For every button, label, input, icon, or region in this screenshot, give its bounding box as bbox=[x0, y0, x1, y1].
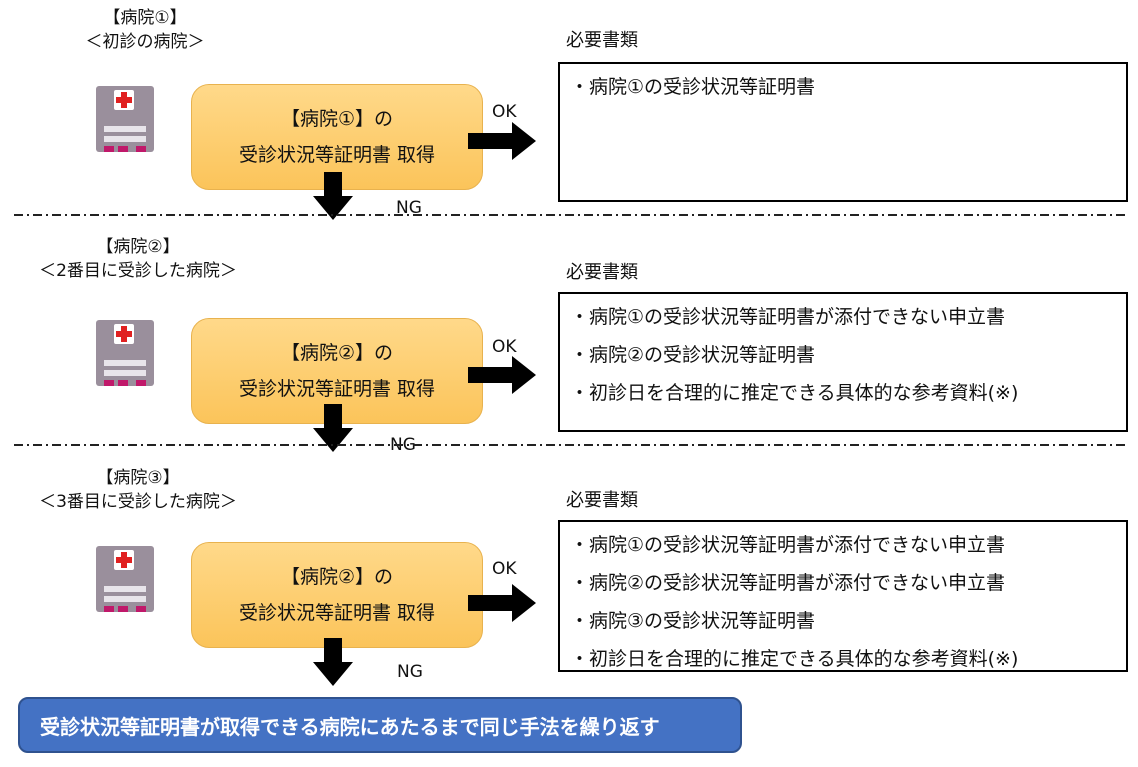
doc-item: ・初診日を合理的に推定できる具体的な参考資料(※) bbox=[570, 648, 1019, 670]
process-1-line2: 受診状況等証明書 取得 bbox=[238, 144, 436, 166]
doc-item: ・病院①の受診状況等証明書 bbox=[570, 76, 816, 98]
hospital-building-icon bbox=[96, 320, 154, 386]
docs-box-1: ・病院①の受診状況等証明書 bbox=[558, 62, 1128, 202]
ng-arrow-2 bbox=[313, 404, 353, 452]
doc-item: ・病院①の受診状況等証明書が添付できない申立書 bbox=[570, 534, 1006, 556]
hospital-building-icon bbox=[96, 86, 154, 152]
docs-title-2: 必要書類 bbox=[566, 262, 638, 283]
process-3-line2: 受診状況等証明書 取得 bbox=[238, 602, 436, 624]
process-2-line1: 【病院②】の bbox=[280, 342, 394, 364]
section-divider-1 bbox=[14, 214, 1126, 216]
hospital-1-label: 【病院①】 bbox=[103, 8, 187, 28]
hospital-2-label: 【病院②】 bbox=[96, 237, 180, 257]
banner-text: 受診状況等証明書が取得できる病院にあたるまで同じ手法を繰り返す bbox=[40, 714, 660, 739]
doc-item: ・病院②の受診状況等証明書が添付できない申立書 bbox=[570, 572, 1006, 594]
process-box-3: 【病院②】の 受診状況等証明書 取得 bbox=[191, 542, 483, 648]
process-3-line1: 【病院②】の bbox=[280, 566, 394, 588]
docs-title-3: 必要書類 bbox=[566, 490, 638, 511]
doc-item: ・病院②の受診状況等証明書 bbox=[570, 344, 816, 366]
hospital-1-sub: ＜初診の病院＞ bbox=[85, 32, 205, 52]
repeat-instruction-banner: 受診状況等証明書が取得できる病院にあたるまで同じ手法を繰り返す bbox=[18, 697, 742, 753]
ng-arrow-1 bbox=[313, 172, 353, 220]
hospital-3-sub: ＜3番目に受診した病院＞ bbox=[39, 492, 237, 512]
ok-arrow-2 bbox=[468, 356, 536, 394]
docs-box-3: ・病院①の受診状況等証明書が添付できない申立書 ・病院②の受診状況等証明書が添付… bbox=[558, 520, 1128, 672]
hospital-2-sub: ＜2番目に受診した病院＞ bbox=[39, 261, 237, 281]
docs-box-2: ・病院①の受診状況等証明書が添付できない申立書 ・病院②の受診状況等証明書 ・初… bbox=[558, 292, 1128, 432]
process-1-line1: 【病院①】の bbox=[280, 108, 394, 130]
doc-item: ・初診日を合理的に推定できる具体的な参考資料(※) bbox=[570, 382, 1019, 404]
process-2-line2: 受診状況等証明書 取得 bbox=[238, 378, 436, 400]
hospital-2-label-block: 【病院②】 ＜2番目に受診した病院＞ bbox=[18, 235, 258, 283]
hospital-1-label-block: 【病院①】 ＜初診の病院＞ bbox=[40, 6, 250, 54]
ok-arrow-1 bbox=[468, 122, 536, 160]
ok-arrow-3 bbox=[468, 584, 536, 622]
hospital-3-label-block: 【病院③】 ＜3番目に受診した病院＞ bbox=[18, 466, 258, 514]
ng-label-1: NG bbox=[396, 198, 422, 218]
doc-item: ・病院③の受診状況等証明書 bbox=[570, 610, 816, 632]
docs-title-1: 必要書類 bbox=[566, 30, 638, 51]
hospital-3-label: 【病院③】 bbox=[96, 468, 180, 488]
ok-label-1: OK bbox=[492, 102, 517, 122]
ng-label-3: NG bbox=[397, 662, 423, 682]
ok-label-3: OK bbox=[492, 559, 517, 579]
doc-item: ・病院①の受診状況等証明書が添付できない申立書 bbox=[570, 306, 1006, 328]
section-divider-2 bbox=[14, 444, 1126, 446]
ng-arrow-3 bbox=[313, 638, 353, 686]
process-box-2: 【病院②】の 受診状況等証明書 取得 bbox=[191, 318, 483, 424]
ok-label-2: OK bbox=[492, 337, 517, 357]
hospital-building-icon bbox=[96, 546, 154, 612]
